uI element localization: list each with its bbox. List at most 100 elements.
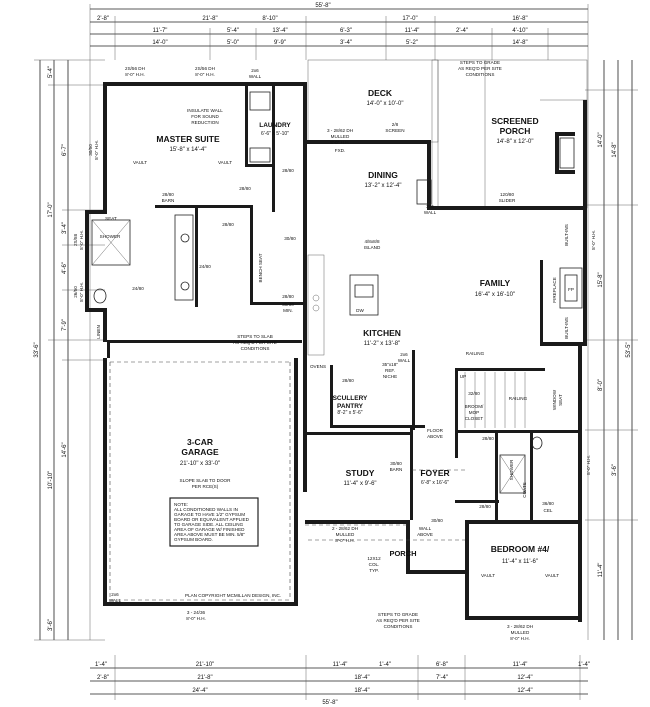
room-dining: DINING <box>368 170 398 180</box>
opening-labels: 2S/56 DH 8'-0" H.H. 2S/56 DH 8'-0" H.H. … <box>73 66 596 641</box>
label-wall-b: 2x6 <box>426 204 434 209</box>
win-study-mulled: 2 - 28/62 DH <box>332 526 358 531</box>
note-garage-0: NOTE: <box>174 502 188 507</box>
label-barn-1: 28/80 <box>162 192 174 197</box>
room-study-size: 11'-4" x 9'-6" <box>343 481 376 487</box>
win-bath-low-hh: 8'-0" H.H. <box>79 282 84 302</box>
room-bedroom-4: BEDROOM #4/ <box>491 544 550 554</box>
label-ref-niche: 35"x18" <box>382 362 398 367</box>
label-vault-1: VAULT <box>133 160 147 165</box>
bottom-dimension-lines <box>90 655 588 700</box>
room-screened-porch: SCREENED <box>491 116 538 126</box>
deck-outline <box>307 59 588 209</box>
note-garage-7: GYPSUM BOARD. <box>174 537 213 542</box>
room-scullery: SCULLERY <box>333 395 368 402</box>
label-door-28-dc: 28/80 <box>282 294 294 299</box>
dim-top-row2-6: 2'-4" <box>456 28 468 34</box>
label-ovens: OVENS <box>310 364 326 369</box>
room-kitchen-size: 11'-2" x 13'-8" <box>364 341 400 347</box>
label-door-30-c: 30/80 <box>390 461 402 466</box>
label-wall-c2: WALL <box>398 358 411 363</box>
notes: INSULATE WALL FOR SOUND REDUCTION STEPS … <box>174 60 502 629</box>
dim-bottom-row1-3: 11'-4" <box>333 662 348 668</box>
dim-left-7: 14'-6" <box>62 442 68 457</box>
dim-bottom-row1-4: 1'-4" <box>379 662 391 668</box>
label-screen-2: SCREEN <box>385 128 404 133</box>
dim-right-6: 3'-6" <box>612 464 618 476</box>
room-screened-porch-size: 14'-8" x 12'-0" <box>497 139 534 145</box>
dim-top-3: 8'-10" <box>262 16 277 22</box>
dim-bottom-row2-2: 21'-8" <box>197 675 212 681</box>
label-door-a: 28/80 <box>239 186 251 191</box>
label-coats: COATS <box>522 482 527 497</box>
dim-top-1: 2'-8" <box>97 16 109 22</box>
note-steps-bottom-3: CONDITIONS <box>384 624 413 629</box>
label-railing-b: RAILING <box>509 396 528 401</box>
dim-right-5: 11'-4" <box>598 563 604 578</box>
label-slider-2: SLIDER <box>499 198 516 203</box>
win-bath-low: 26/50 <box>73 286 78 298</box>
win-family-right-top: 8'-0" H.H. <box>591 230 596 250</box>
win-bath-left: 2S/58 <box>73 234 78 246</box>
label-screen: 2/8 <box>392 122 399 127</box>
label-ref-niche-3: NICHE <box>383 374 397 379</box>
label-wall-c: 2x6 <box>400 352 408 357</box>
win-family-right-bot: 8'-0" H.H. <box>586 455 591 475</box>
win-bed4-mulled2: MULLED <box>511 630 530 635</box>
label-door-30: 30/80 <box>284 236 296 241</box>
label-door-24-a: 24/80 <box>199 264 211 269</box>
note-insulate-2: FOR SOUND <box>191 114 219 119</box>
dim-top-row3-5: 5'-2" <box>406 40 418 46</box>
note-slope-2: PER RCE(S) <box>192 484 219 489</box>
dim-bottom-row2-1: 2'-8" <box>97 675 109 681</box>
dim-left-9: 3'-6" <box>48 619 54 631</box>
room-foyer: FOYER <box>420 468 449 478</box>
label-built-ins-a: BUILT-INS <box>564 224 569 246</box>
label-island-2: ISLAND <box>364 245 381 250</box>
dim-left-3: 6'-7" <box>62 144 68 156</box>
label-door-32: 32/80 <box>468 391 480 396</box>
note-steps-bottom: STEPS TO GRADE <box>378 612 418 617</box>
note-steps-slab-2: AS REQ'D PER SITE <box>233 340 277 345</box>
note-steps-top-3: CONDITIONS <box>466 72 495 77</box>
dim-left-4: 3'-4" <box>62 222 68 234</box>
note-steps-slab: STEPS TO SLAB <box>237 334 273 339</box>
win-master-top: 2S/56 DH <box>125 66 145 71</box>
label-bench-seat: BENCH SEAT <box>258 253 263 282</box>
label-wall-a: 2x6 <box>251 68 259 73</box>
label-fireplace: FIREPLACE <box>552 277 557 303</box>
label-col-3: TYP. <box>369 568 379 573</box>
dim-right-4: 8'-0" <box>598 379 604 391</box>
dim-bottom-row1-1: 1'-4" <box>95 662 107 668</box>
label-vault-4: VAULT <box>545 573 559 578</box>
dim-left-5: 4'-6" <box>62 262 68 274</box>
label-door-30-min: 30/80 <box>282 302 294 307</box>
room-family-size: 16'-4" x 16'-10" <box>475 292 515 298</box>
note-steps-top: STEPS TO GRADE <box>460 60 500 65</box>
label-wall-a2: WALL <box>249 74 262 79</box>
label-shower-2: SHOWER <box>509 459 514 480</box>
room-dining-size: 13'-2" x 12'-4" <box>365 183 402 189</box>
room-laundry: LAUNDRY <box>259 122 291 129</box>
win-deck-mulled2: MULLED <box>331 134 350 139</box>
dim-bottom-row3-3: 12'-4" <box>517 688 532 694</box>
room-porch: PORCH <box>389 549 416 558</box>
label-broom-3: CLOSET <box>465 416 484 421</box>
win-study-mulled2: MULLED <box>336 532 355 537</box>
win-master-left: 30/50 <box>88 144 93 156</box>
dim-bottom-row1-5: 6'-8" <box>436 662 448 668</box>
label-island: 4/8x8/8 <box>364 239 380 244</box>
label-window-seat: WINDOW <box>552 389 557 410</box>
label-up: UP <box>460 374 466 379</box>
dim-left-overall: 33'-6" <box>34 342 40 357</box>
dim-top-row3-3: 9'-9" <box>274 40 286 46</box>
room-screened-porch-2: PORCH <box>500 126 531 136</box>
note-insulate: INSULATE WALL <box>187 108 223 113</box>
dim-top-row3-4: 3'-4" <box>340 40 352 46</box>
fixtures <box>91 91 583 494</box>
label-col-2: COL. <box>369 562 380 567</box>
dim-right-1: 14'-0" <box>598 132 604 147</box>
win-bed4-mulled-hh: 8'-0" H.H. <box>510 636 530 641</box>
dim-top-row2-1: 11'-7" <box>153 28 168 34</box>
